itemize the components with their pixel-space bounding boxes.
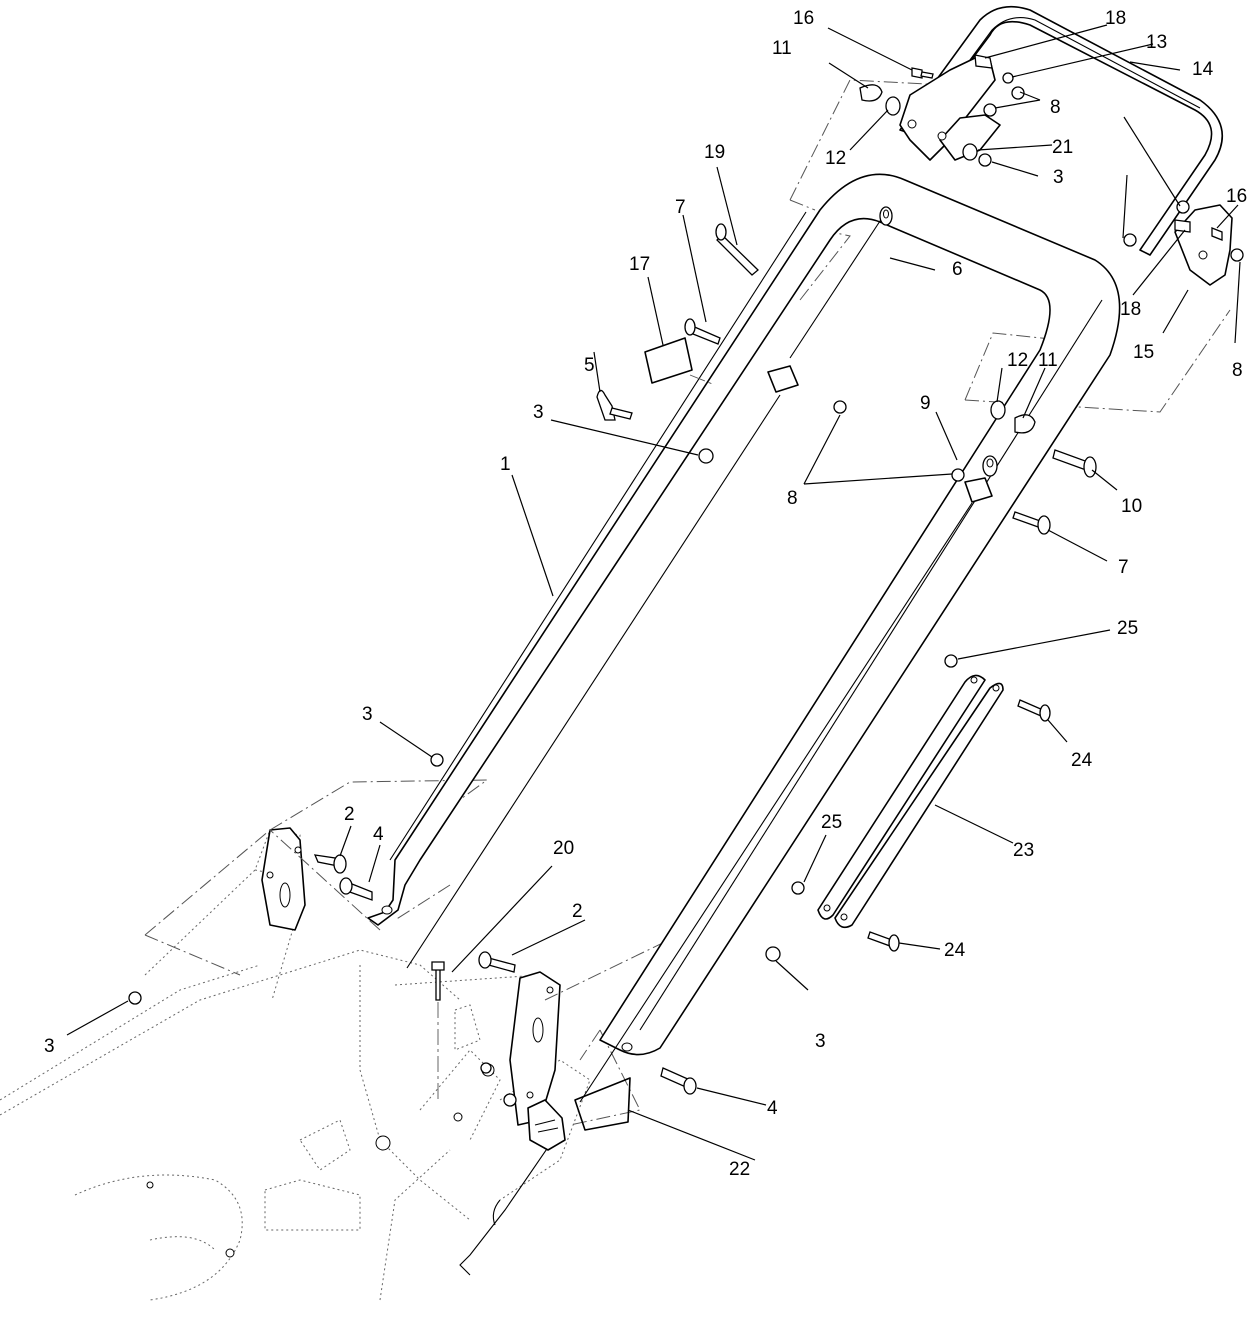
callout-23: 23: [1013, 840, 1034, 861]
callout-8: 8: [787, 488, 798, 509]
callout-3: 3: [362, 704, 373, 725]
callout-6: 6: [952, 259, 963, 280]
callout-3: 3: [1053, 167, 1064, 188]
callout-19: 19: [704, 142, 725, 163]
callout-16: 16: [1226, 186, 1247, 207]
callout-3: 3: [44, 1036, 55, 1057]
left-pivot-bracket: [261, 827, 306, 931]
callout-10: 10: [1121, 496, 1142, 517]
callout-24: 24: [1071, 750, 1093, 771]
link-bar-23: [817, 674, 1004, 929]
callout-18: 18: [1120, 299, 1141, 320]
callout-20: 20: [553, 838, 574, 859]
hardware-nuts-washers: [128, 72, 1244, 1107]
main-handle: [367, 173, 1121, 1056]
callout-11: 11: [1038, 350, 1058, 371]
callout-8: 8: [1050, 97, 1061, 118]
bail-left-plate: [899, 57, 1001, 161]
cable-clamp-9: [964, 455, 998, 503]
callout-2: 2: [344, 804, 355, 825]
callout-13: 13: [1146, 32, 1167, 53]
cable-clamp-left: [767, 365, 799, 393]
callout-11: 11: [772, 38, 792, 59]
cable-bracket-22: [492, 1077, 631, 1226]
cable-eyelet-6: [879, 206, 893, 226]
bail-right-plate: [1174, 204, 1233, 286]
upper-bail: [899, 5, 1224, 256]
decal-17: [644, 337, 716, 386]
callout-16: 16: [793, 8, 814, 29]
callout-15: 15: [1133, 342, 1154, 363]
callout-12: 12: [825, 148, 846, 169]
callout-17: 17: [629, 254, 650, 275]
callout-2: 2: [572, 901, 583, 922]
callout-1: 1: [500, 454, 511, 475]
callout-8: 8: [1232, 360, 1243, 381]
control-cables: [406, 217, 973, 1276]
callout-labels: 1 2 2 3 3 3 3 3 4 4 5 6 7 7 8 8 8 9 10 1…: [44, 8, 1247, 1180]
callout-14: 14: [1192, 59, 1214, 80]
callout-9: 9: [920, 393, 931, 414]
callout-7: 7: [1118, 557, 1129, 578]
callout-12: 12: [1007, 350, 1028, 371]
callout-22: 22: [729, 1159, 750, 1180]
callout-24: 24: [944, 940, 966, 961]
callout-25: 25: [821, 812, 842, 833]
callout-4: 4: [767, 1098, 778, 1119]
callout-5: 5: [584, 355, 595, 376]
callout-18: 18: [1105, 8, 1126, 29]
callout-7: 7: [675, 197, 686, 218]
leader-lines: [66, 24, 1241, 1161]
callout-4: 4: [373, 824, 384, 845]
callout-3: 3: [815, 1031, 826, 1052]
callout-3: 3: [533, 402, 544, 423]
callout-25: 25: [1117, 618, 1138, 639]
right-pivot-bracket: [509, 971, 561, 1126]
hardware-bolts: [313, 54, 1223, 1095]
callout-21: 21: [1052, 137, 1073, 158]
